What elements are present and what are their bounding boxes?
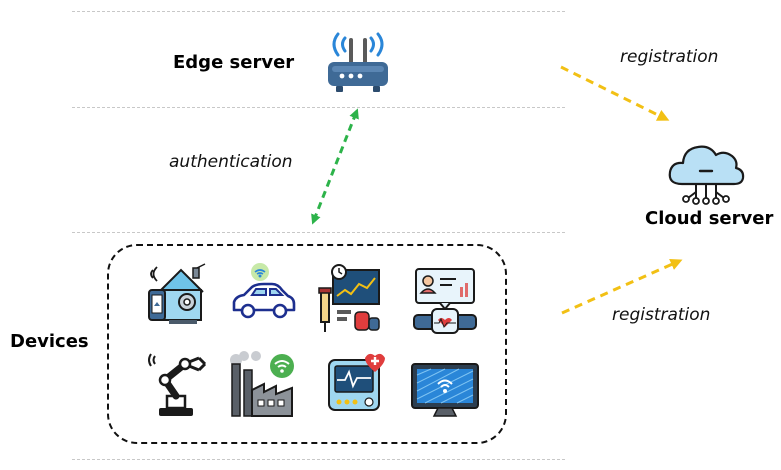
devices-group (107, 244, 507, 444)
authentication-arrow (311, 108, 359, 225)
registration-label-bottom: registration (612, 305, 711, 325)
divider-devices-top (72, 232, 565, 233)
smart-home-icon (145, 262, 211, 328)
divider-top (72, 11, 565, 12)
devices-label: Devices (10, 331, 89, 352)
health-id-card-smartwatch-icon (412, 265, 478, 335)
edge-server-label: Edge server (173, 52, 295, 73)
heart-monitor-device-icon (325, 352, 385, 414)
registration-label-top: registration (620, 47, 719, 67)
medical-monitoring-screen-icon (315, 262, 383, 334)
robotic-arm-icon (145, 350, 213, 420)
smart-factory-icon (226, 350, 298, 422)
divider-edge-bottom (72, 107, 565, 108)
smart-tv-monitor-icon (410, 362, 480, 420)
connected-car-icon (228, 262, 296, 328)
cloud-network-icon (666, 140, 746, 206)
authentication-label: authentication (169, 152, 293, 172)
wifi-router-icon (326, 28, 390, 94)
registration-arrow-top (560, 65, 670, 121)
divider-bottom (72, 459, 565, 460)
cloud-server-label: Cloud server (645, 208, 774, 229)
